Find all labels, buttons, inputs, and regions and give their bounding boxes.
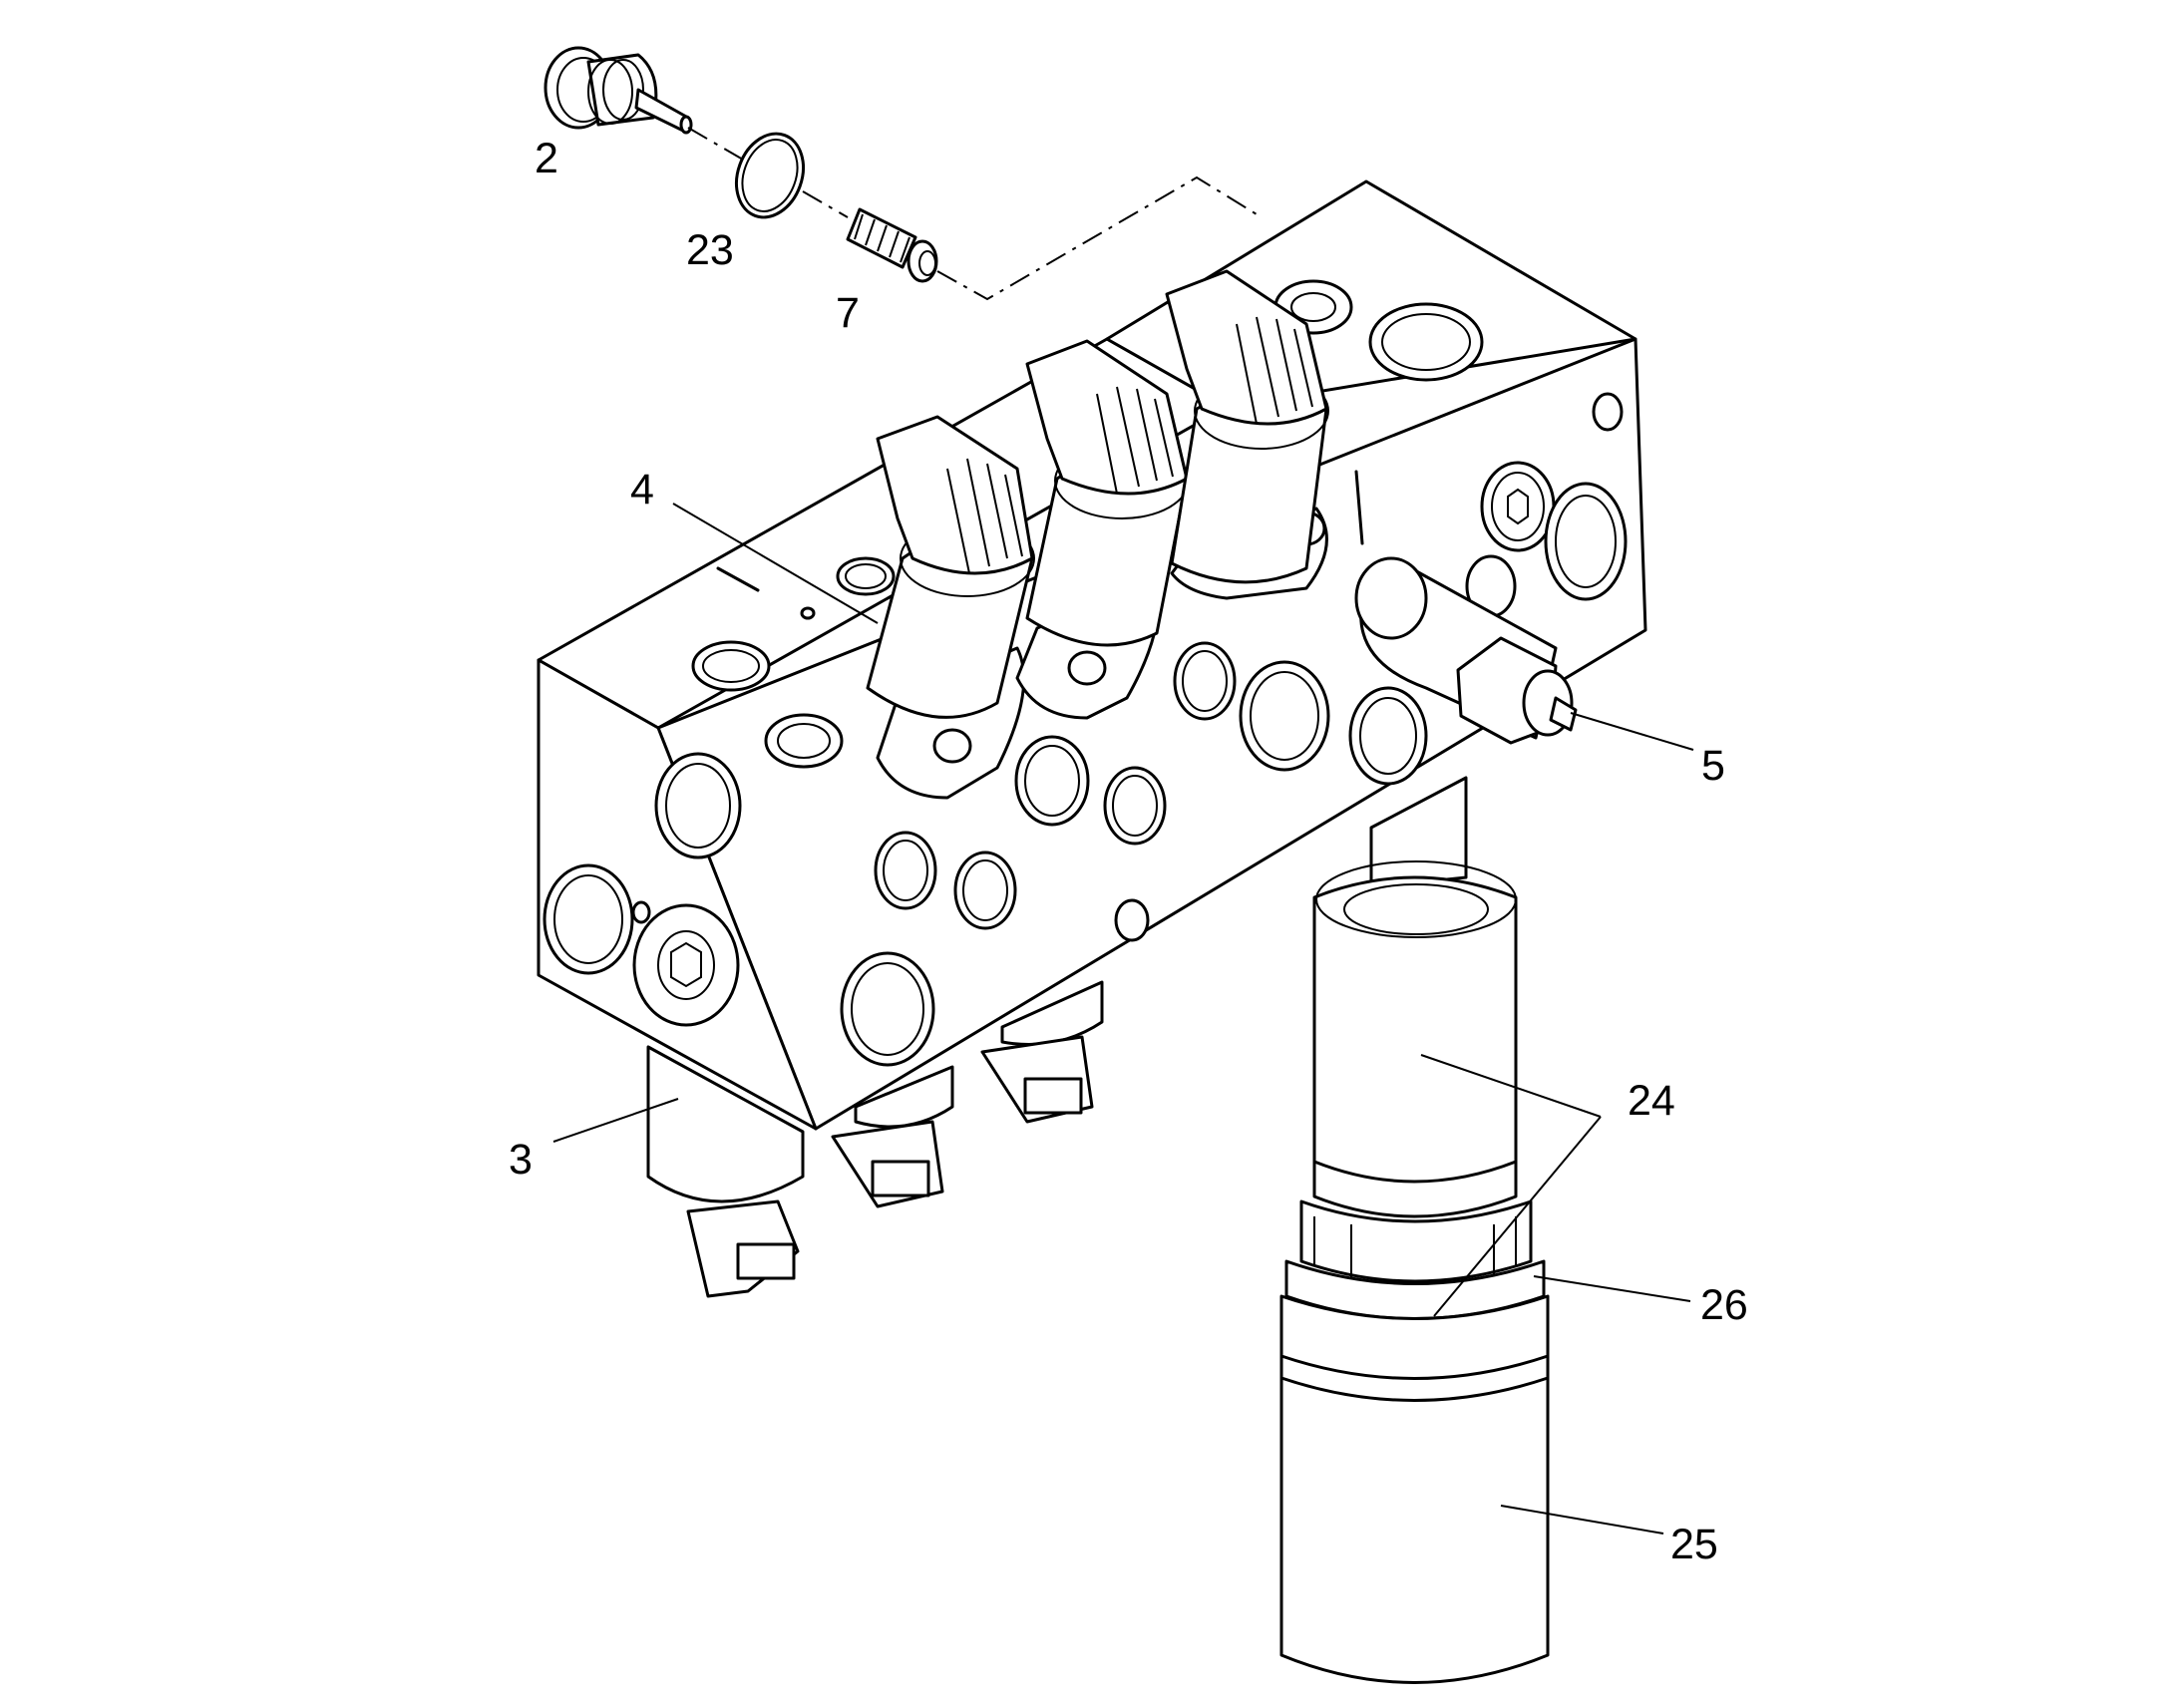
callout-4: 4 xyxy=(630,466,654,513)
filter-housing xyxy=(1279,776,1550,1684)
top-solenoid-2 xyxy=(1015,339,1190,720)
callout-25: 25 xyxy=(1670,1521,1718,1568)
plug-part xyxy=(544,46,693,135)
callout-labels: 2 23 7 4 5 3 24 26 25 xyxy=(509,135,1748,1568)
callout-2: 2 xyxy=(535,135,558,182)
spring-poppet-part xyxy=(846,207,938,283)
callout-3: 3 xyxy=(509,1136,533,1184)
bottom-solenoid-2 xyxy=(831,1065,954,1208)
bottom-solenoid-3 xyxy=(980,980,1104,1124)
callout-7: 7 xyxy=(836,289,860,337)
side-valve xyxy=(1354,556,1578,745)
callout-26: 26 xyxy=(1700,1281,1748,1329)
bottom-solenoid-1 xyxy=(646,1045,805,1298)
callout-23: 23 xyxy=(686,226,734,274)
callout-24: 24 xyxy=(1628,1077,1675,1125)
top-solenoid-3 xyxy=(1165,269,1329,600)
callout-5: 5 xyxy=(1701,742,1725,790)
leader-lines xyxy=(552,503,1694,1535)
top-solenoid-1 xyxy=(866,415,1035,800)
o-ring-part xyxy=(735,132,805,219)
